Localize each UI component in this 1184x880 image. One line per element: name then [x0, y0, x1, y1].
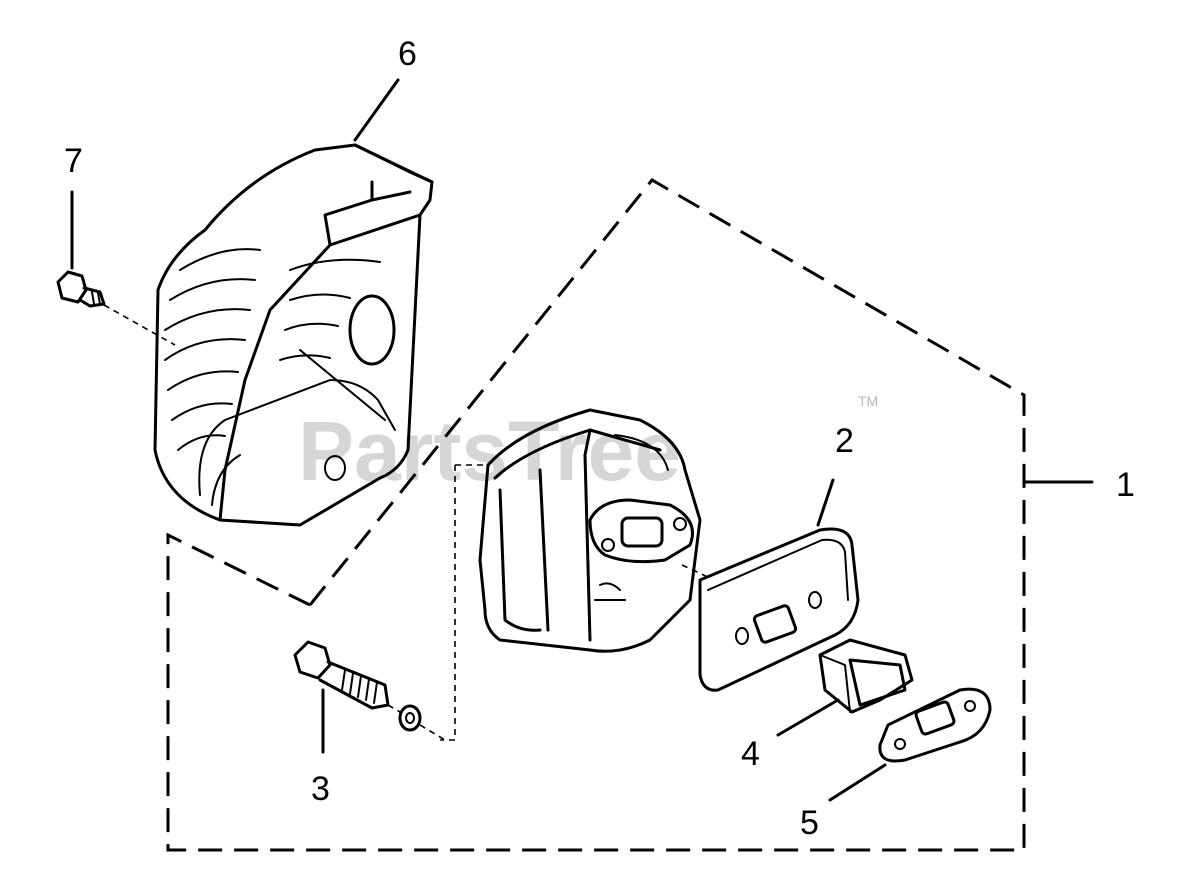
- gasket-alignment: [681, 564, 711, 579]
- muffler-alignment: [440, 464, 490, 741]
- callout-4-leader: [776, 698, 840, 737]
- assembly-boundary: [166, 178, 1026, 852]
- screw-part-7: [56, 270, 106, 308]
- callout-1: 1: [1116, 466, 1135, 504]
- callout-2-leader: [816, 478, 835, 527]
- bolt-alignment: [387, 704, 446, 741]
- bolt-part-3: [293, 640, 390, 710]
- heat-shield-part: [153, 143, 434, 527]
- screw-7-alignment: [103, 304, 176, 346]
- watermark-trademark: TM: [858, 393, 878, 409]
- muffler-body: [478, 408, 702, 653]
- gasket-plate-part-2: [698, 527, 860, 692]
- callout-6-leader: [353, 78, 400, 142]
- watermark-text: PartsTree: [298, 404, 681, 498]
- callout-5: 5: [800, 804, 819, 842]
- callout-6: 6: [398, 35, 417, 73]
- port-insert-part-4: [818, 638, 914, 714]
- callout-2: 2: [835, 422, 854, 460]
- exhaust-gasket-part-5: [878, 687, 992, 763]
- callout-7: 7: [64, 142, 83, 180]
- watermark: PartsTree TM: [298, 393, 878, 498]
- callout-5-leader: [828, 763, 887, 802]
- callout-4: 4: [741, 735, 760, 773]
- washer-part: [398, 704, 422, 732]
- callout-3: 3: [311, 770, 330, 808]
